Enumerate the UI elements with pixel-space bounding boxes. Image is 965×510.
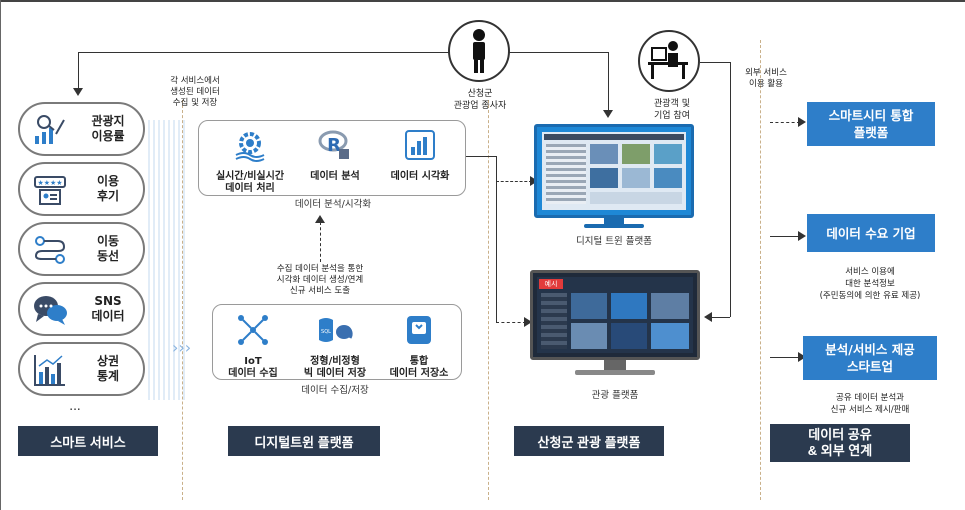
visualization-icon	[405, 130, 435, 160]
arrow-head	[798, 117, 806, 127]
data-flow-band	[148, 120, 188, 400]
section-divider	[182, 100, 183, 500]
data-source-pill: SNS 데이터	[18, 282, 145, 336]
data-source-pill: ★★★★ 이용 후기	[18, 162, 145, 216]
module-realtime: 실시간/비실시간 데이터 처리	[205, 127, 295, 195]
connector-line	[496, 156, 497, 322]
connector-line	[496, 181, 532, 182]
module-iot: IoT 데이터 수집	[218, 312, 288, 380]
arrow-head	[315, 215, 325, 223]
arrow-head	[704, 312, 712, 322]
svg-text:R: R	[327, 135, 341, 156]
data-source-label: SNS 데이터	[91, 294, 125, 323]
section-divider	[760, 40, 761, 500]
connector-line	[770, 357, 800, 358]
module-bigdata: SQL 정형/비정형 빅 데이터 저장	[290, 312, 380, 380]
connector-line	[730, 62, 731, 317]
more-marker: ...	[69, 399, 81, 413]
digital-twin-monitor	[534, 124, 694, 226]
connector-line	[710, 317, 730, 318]
monitor-screen: 예시	[530, 270, 700, 360]
connector-line	[608, 52, 609, 112]
connector-line	[496, 322, 526, 323]
person-icon	[473, 29, 485, 73]
data-source-label: 이동 동선	[96, 234, 120, 263]
data-source-pill: 상권 통계	[18, 342, 145, 396]
data-source-label: 이용 후기	[96, 174, 120, 203]
arrow-head	[798, 352, 806, 362]
svg-text:★★★★: ★★★★	[37, 179, 62, 187]
left-annotation: 각 서비스에서 생성된 데이터 수집 및 저장	[170, 76, 220, 108]
arrow-head	[73, 88, 83, 96]
output-data-companies: 데이터 수요 기업	[807, 214, 935, 252]
chat-bubbles-icon	[34, 296, 67, 325]
connector-line	[78, 52, 79, 92]
module-label: 실시간/비실시간 데이터 처리	[215, 171, 285, 194]
section-digital-twin: 디지털트윈 플랫폼	[228, 426, 380, 456]
tourism-monitor: 예시	[530, 270, 700, 380]
screen-content	[542, 132, 686, 210]
module-storage: 통합 데이터 저장소	[382, 312, 456, 380]
output-smartcity: 스마트시티 통합 플랫폼	[807, 102, 935, 146]
person-label: 산청군 관광업 종사자	[453, 89, 507, 111]
svg-text:SQL: SQL	[321, 329, 331, 335]
module-analysis: R 데이터 분석	[295, 127, 375, 183]
connector-line	[770, 236, 800, 237]
data-source-label: 관광지 이용률	[91, 114, 125, 143]
connector-line	[466, 156, 496, 157]
module-visualization: 데이터 시각화	[380, 127, 460, 183]
screen-content: 예시	[537, 277, 693, 353]
arrow-head	[798, 231, 806, 241]
tourism-monitor-caption: 관광 플랫폼	[591, 390, 639, 401]
connector-line	[320, 222, 321, 262]
section-smart-service: 스마트 서비스	[18, 426, 158, 456]
section-divider	[488, 100, 489, 500]
sql-hadoop-icon: SQL	[319, 318, 353, 342]
output-note: 서비스 이용에 대한 분석정보 (주민동의에 의한 유료 제공)	[819, 267, 921, 301]
review-icon: ★★★★	[34, 176, 66, 205]
arrow-head	[524, 317, 532, 327]
connector-line	[770, 122, 800, 123]
output-startups: 분석/서비스 제공 스타트업	[803, 336, 937, 380]
module-label: IoT 데이터 수집	[228, 356, 278, 379]
flow-arrow-icon: ›››	[172, 338, 192, 357]
output-note: 공유 데이터 분석과 신규 서비스 제시/판매	[830, 393, 910, 415]
bar-chart-icon	[34, 355, 65, 386]
example-tag: 예시	[539, 279, 563, 289]
desk-user-icon	[648, 41, 688, 79]
module-label: 통합 데이터 저장소	[389, 356, 449, 379]
data-source-pill: 이동 동선	[18, 222, 145, 276]
connector-line	[700, 62, 730, 63]
person-circle	[448, 20, 510, 82]
module-label: 데이터 분석	[310, 171, 360, 182]
storage-icon	[407, 316, 431, 344]
section-tourism-platform: 산청군 관광 플랫폼	[514, 426, 664, 456]
section-data-share: 데이터 공유 & 외부 연계	[770, 424, 910, 462]
arrow-head	[603, 110, 613, 118]
digital-twin-monitor-caption: 디지털 트윈 플랫폼	[576, 236, 652, 247]
data-source-label: 상권 통계	[96, 354, 120, 383]
r-analysis-icon: R	[318, 130, 349, 159]
frame-left-border	[0, 0, 1, 510]
right-annotation: 외부 서비스 이용 활용	[745, 68, 787, 89]
user-circle	[638, 30, 700, 92]
realtime-processing-icon	[235, 132, 265, 162]
connector-line	[78, 52, 608, 53]
monitor-stand	[584, 224, 644, 228]
analysis-panel-caption: 데이터 분석/시각화	[294, 199, 372, 210]
route-icon	[34, 236, 66, 264]
chart-analytics-icon	[35, 115, 65, 144]
module-label: 데이터 시각화	[390, 171, 450, 182]
middle-annotation: 수집 데이터 분석을 통한 시각화 데이터 생성/연계 신규 서비스 도출	[276, 264, 364, 296]
frame-top-border	[0, 0, 965, 2]
iot-icon	[238, 315, 268, 345]
data-source-pill: 관광지 이용률	[18, 102, 145, 156]
user-label: 관광객 및 기업 참여	[654, 99, 690, 121]
monitor-screen	[534, 124, 694, 218]
module-label: 정형/비정형 빅 데이터 저장	[303, 356, 367, 379]
storage-panel-caption: 데이터 수집/저장	[301, 385, 369, 396]
